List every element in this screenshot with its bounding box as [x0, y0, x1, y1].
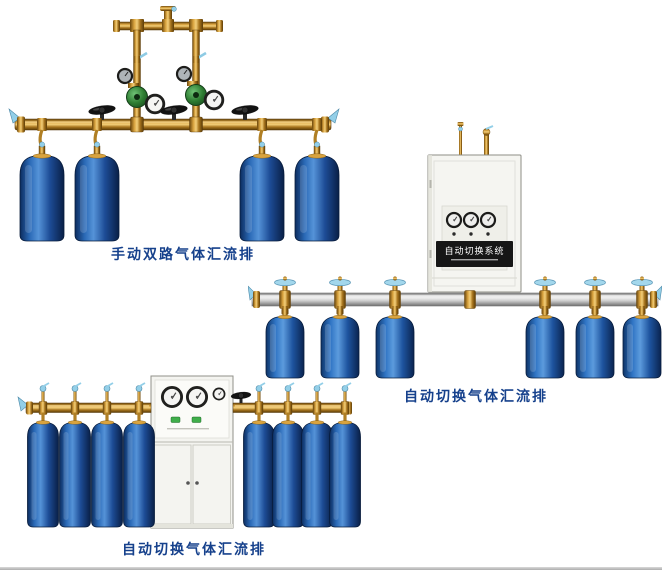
caption-auto-switch-manifold-cabinet: 自动切换气体汇流排: [122, 542, 266, 558]
gas-cylinders: [27, 420, 361, 528]
caption-auto-switch-manifold-wall: 自动切换气体汇流排: [404, 389, 548, 405]
auto-switch-manifold-cabinet-image: [17, 375, 361, 529]
cabinet-label-strip: 自动切换系统: [436, 241, 513, 267]
manual-dual-manifold-image: [8, 6, 340, 242]
valve-handwheel: [230, 391, 252, 403]
panel-indicators: [167, 416, 209, 430]
pressure-regulator-left: [116, 67, 166, 115]
cabinet-top-fittings: [457, 122, 494, 155]
cabinet-panel-label: 自动切换系统: [444, 245, 504, 257]
auto-switch-manifold-wall-image: 自动切换系统: [248, 122, 662, 379]
cylinder-cap-discs: [274, 276, 653, 294]
gas-cylinders: [19, 153, 340, 242]
wall-cabinet: 自动切换系统: [427, 154, 522, 293]
riser-pipes: [133, 29, 207, 123]
valve-handwheels: [88, 105, 259, 120]
steel-manifold-pipe: [248, 285, 662, 308]
valve-handwheel: [231, 105, 259, 120]
riser-valves: [38, 382, 352, 415]
valve-handwheel: [88, 105, 116, 120]
top-header-pipe: [113, 6, 223, 32]
floor-cabinet: [150, 375, 234, 529]
cylinder-connectors: [41, 412, 347, 423]
bottom-divider: [0, 567, 662, 570]
pressure-regulator-right: [175, 65, 225, 111]
panel-gauges: [445, 211, 497, 236]
cylinder-connectors: [37, 118, 322, 156]
caption-manual-dual-manifold: 手动双路气体汇流排: [111, 247, 255, 263]
valve-handwheel: [160, 105, 188, 120]
gas-cylinders: [265, 306, 662, 379]
